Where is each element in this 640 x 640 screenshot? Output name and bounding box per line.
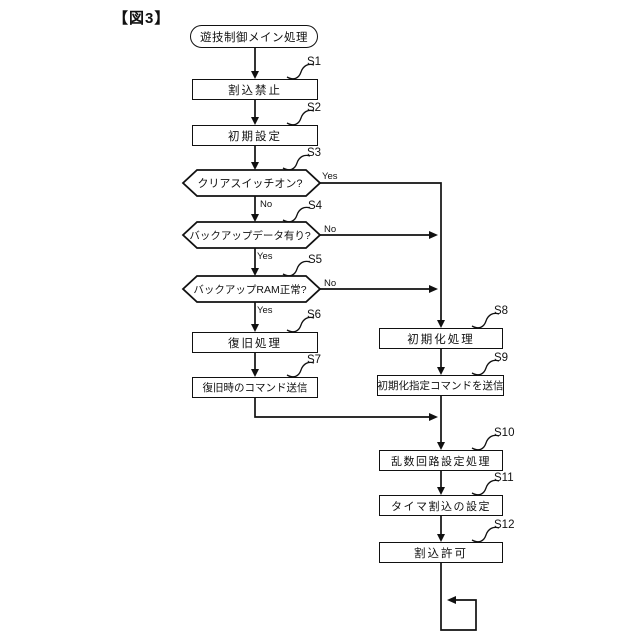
branch-s4-no: No [324, 224, 337, 235]
step-id-s12: S12 [494, 519, 515, 531]
step-id-s11: S11 [494, 472, 514, 484]
process-s6-label: 復旧処理 [228, 337, 282, 350]
process-s2: 初期設定 [192, 125, 318, 146]
arrow-into-s5 [251, 268, 259, 276]
step-id-s7: S7 [307, 354, 322, 366]
decision-s3: クリアスイッチオン? [192, 170, 308, 196]
step-id-s10: S10 [494, 427, 515, 439]
decision-shapes [181, 169, 322, 303]
process-s7: 復旧時のコマンド送信 [192, 377, 318, 398]
leader-s3 [282, 154, 311, 171]
step-id-s2: S2 [307, 102, 322, 114]
arrowheads [251, 71, 456, 604]
arrow-into-s2 [251, 117, 259, 125]
leader-s6 [286, 316, 315, 333]
arrow-into-s3 [251, 162, 259, 170]
leader-s7 [286, 361, 315, 378]
process-s9-label: 初期化指定コマンドを送信 [377, 380, 504, 392]
leader-s5 [282, 260, 311, 277]
step-id-s3: S3 [307, 147, 322, 159]
step-id-s4: S4 [308, 200, 323, 212]
leader-s9 [471, 359, 500, 376]
arrow-loop-back [447, 596, 456, 604]
branch-s4-yes: Yes [257, 251, 273, 262]
step-id-s6: S6 [307, 309, 322, 321]
process-s1: 割込禁止 [192, 79, 318, 100]
process-s1-label: 割込禁止 [228, 84, 282, 97]
arrow-into-s9 [437, 367, 445, 375]
process-s10: 乱数回路設定処理 [379, 450, 503, 471]
line-s3-yes-s8 [320, 182, 442, 321]
decision-s3-label: クリアスイッチオン? [197, 178, 303, 190]
decision-s3-hexagon [181, 169, 322, 197]
leader-s2 [286, 109, 315, 126]
leader-s11 [471, 479, 500, 496]
process-s8-label: 初期化処理 [407, 333, 475, 346]
process-s8: 初期化処理 [379, 328, 503, 349]
branch-s3-yes: Yes [322, 171, 338, 182]
flow-lines [254, 48, 477, 631]
process-s7-label: 復旧時のコマンド送信 [202, 382, 308, 394]
figure-label: 【図3】 [113, 10, 171, 27]
decision-s5: バックアップRAM正常? [186, 276, 314, 302]
arrow-into-s11 [437, 487, 445, 495]
process-s10-label: 乱数回路設定処理 [391, 455, 491, 468]
arrow-s7-join [429, 413, 438, 421]
step-id-s8: S8 [494, 305, 509, 317]
arrow-into-s7 [251, 369, 259, 377]
arrow-into-s12 [437, 534, 445, 542]
leader-s1 [286, 63, 315, 80]
arrow-into-s4 [251, 214, 259, 222]
arrow-s5-no-join [429, 285, 438, 293]
leader-s4 [282, 206, 311, 223]
branch-s5-yes: Yes [257, 305, 273, 316]
step-id-s9: S9 [494, 352, 509, 364]
terminal-start-label: 遊技制御メイン処理 [200, 31, 308, 44]
process-s12: 割込許可 [379, 542, 503, 563]
arrow-into-s1 [251, 71, 259, 79]
step-id-leader-lines [282, 63, 500, 543]
process-s12-label: 割込許可 [414, 547, 468, 560]
step-id-s1: S1 [307, 56, 322, 68]
leader-s10 [471, 434, 500, 451]
terminal-start: 遊技制御メイン処理 [190, 25, 318, 48]
leader-s8 [471, 312, 500, 329]
leader-s12 [471, 526, 500, 543]
line-s12-loop [440, 563, 477, 631]
decision-s5-hexagon [181, 275, 322, 303]
branch-s3-no: No [260, 199, 273, 210]
step-id-s5: S5 [308, 254, 323, 266]
decision-s5-label: バックアップRAM正常? [193, 283, 307, 296]
process-s11-label: タイマ割込の設定 [391, 500, 491, 513]
arrow-s4-no-join [429, 231, 438, 239]
process-s6: 復旧処理 [192, 332, 318, 353]
arrow-into-s8 [437, 320, 445, 328]
decision-s4-hexagon [181, 221, 322, 249]
arrow-into-s10 [437, 442, 445, 450]
process-s2-label: 初期設定 [228, 130, 282, 143]
process-s9: 初期化指定コマンドを送信 [377, 375, 504, 396]
arrow-into-s6 [251, 324, 259, 332]
decision-s4: バックアップデータ有り? [186, 222, 314, 248]
branch-s5-no: No [324, 278, 337, 289]
decision-s4-label: バックアップデータ有り? [189, 229, 311, 242]
line-s7-join [254, 398, 430, 418]
process-s11: タイマ割込の設定 [379, 495, 503, 516]
